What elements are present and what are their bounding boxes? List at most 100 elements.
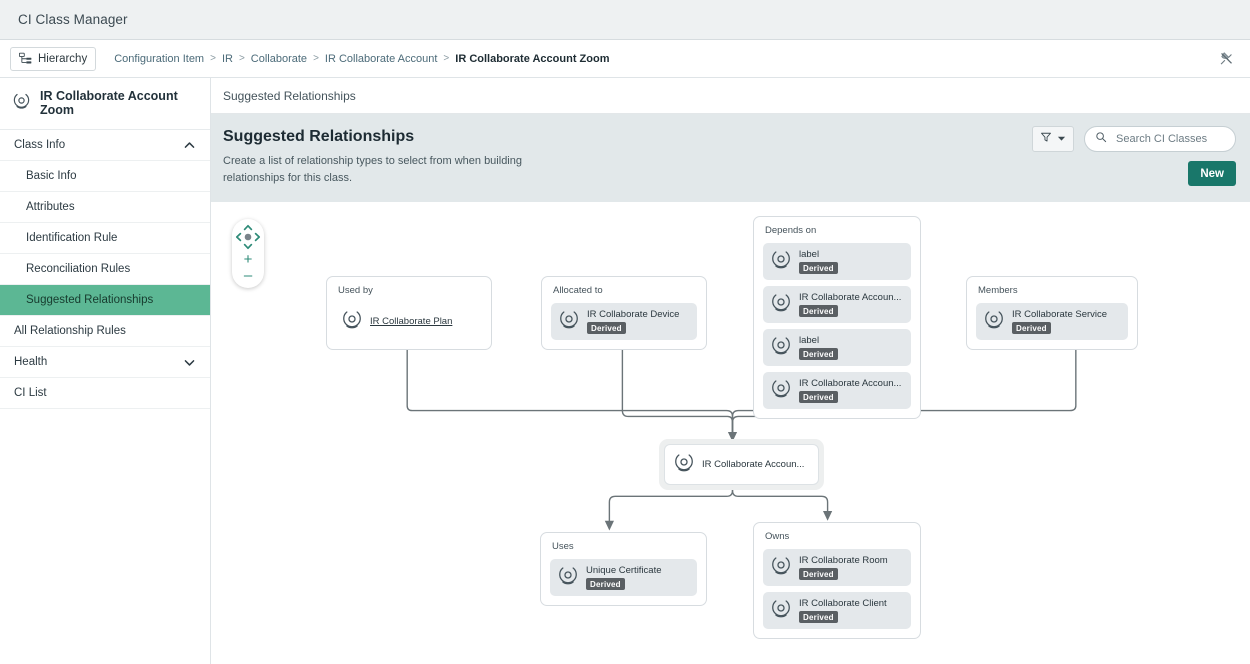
- group-allocated-to[interactable]: Allocated to IR Collaborate Device Deriv…: [541, 276, 707, 350]
- breadcrumb-separator: >: [443, 53, 449, 64]
- breadcrumb-item-0[interactable]: Configuration Item: [114, 53, 204, 65]
- status-badge: Derived: [799, 305, 838, 317]
- relationship-item-name: IR Collaborate Service: [1012, 309, 1107, 320]
- group-depends-on[interactable]: Depends on label Derived: [753, 216, 921, 419]
- app-title: CI Class Manager: [18, 12, 128, 27]
- status-badge: Derived: [587, 322, 626, 334]
- gear-icon: [983, 308, 1005, 335]
- sidebar-item-label: Reconciliation Rules: [26, 263, 130, 275]
- breadcrumb-separator: >: [313, 53, 319, 64]
- search-box[interactable]: [1084, 126, 1236, 152]
- sidebar-item-basic-info[interactable]: Basic Info: [0, 161, 210, 192]
- relationship-item[interactable]: IR Collaborate Client Derived: [763, 592, 911, 629]
- breadcrumb-bar: Hierarchy Configuration Item > IR > Coll…: [0, 40, 1250, 78]
- sidebar-item-ci-list[interactable]: CI List: [0, 378, 210, 409]
- search-input[interactable]: [1114, 132, 1225, 146]
- relationship-item-name: IR Collaborate Accoun...: [799, 378, 901, 389]
- panel-toolbar: [1032, 126, 1236, 152]
- status-badge: Derived: [799, 568, 838, 580]
- sidebar-item-label: Basic Info: [26, 170, 77, 182]
- relationship-item[interactable]: IR Collaborate Accoun... Derived: [763, 372, 911, 409]
- relationship-item-name: IR Collaborate Device: [587, 309, 679, 320]
- breadcrumb-separator: >: [239, 53, 245, 64]
- sidebar-item-suggested-relationships[interactable]: Suggested Relationships: [0, 285, 210, 316]
- sidebar-item-class-info[interactable]: Class Info: [0, 130, 210, 161]
- group-title: Allocated to: [553, 285, 697, 296]
- relationship-item[interactable]: IR Collaborate Room Derived: [763, 549, 911, 586]
- relationship-item-name: IR Collaborate Plan: [370, 316, 452, 327]
- sidebar-item-label: CI List: [14, 387, 47, 399]
- sidebar: IR Collaborate Account Zoom Class Info B…: [0, 78, 211, 664]
- new-button[interactable]: New: [1188, 161, 1236, 186]
- relationship-item-name: label: [799, 335, 838, 346]
- sidebar-item-label: Identification Rule: [26, 232, 117, 244]
- unpin-icon[interactable]: [1214, 47, 1238, 71]
- relationship-item[interactable]: IR Collaborate Plan: [336, 303, 482, 340]
- breadcrumb-item-3[interactable]: IR Collaborate Account: [325, 53, 438, 65]
- center-node[interactable]: IR Collaborate Accoun...: [659, 439, 824, 490]
- relationship-item-name: IR Collaborate Client: [799, 598, 887, 609]
- sidebar-item-identification-rule[interactable]: Identification Rule: [0, 223, 210, 254]
- gear-icon: [558, 308, 580, 335]
- group-owns[interactable]: Owns IR Collaborate Room Derived: [753, 522, 921, 639]
- status-badge: Derived: [799, 262, 838, 274]
- zoom-pan-control[interactable]: + –: [232, 219, 264, 288]
- sidebar-header-label: IR Collaborate Account Zoom: [40, 89, 198, 117]
- relationship-item[interactable]: Unique Certificate Derived: [550, 559, 697, 596]
- sidebar-item-attributes[interactable]: Attributes: [0, 192, 210, 223]
- relationship-item[interactable]: IR Collaborate Accoun... Derived: [763, 286, 911, 323]
- relationship-item[interactable]: IR Collaborate Device Derived: [551, 303, 697, 340]
- group-uses[interactable]: Uses Unique Certificate Derived: [540, 532, 707, 606]
- breadcrumb: Configuration Item > IR > Collaborate > …: [114, 53, 609, 65]
- pan-pad-icon[interactable]: [234, 223, 262, 251]
- relationship-graph-canvas[interactable]: + – Used by IR Collaborate Plan: [211, 202, 1250, 664]
- zoom-in-button[interactable]: +: [238, 251, 258, 267]
- group-members[interactable]: Members IR Collaborate Service Derived: [966, 276, 1138, 350]
- group-title: Uses: [552, 541, 697, 552]
- relationship-item-name: IR Collaborate Room: [799, 555, 888, 566]
- group-title: Members: [978, 285, 1128, 296]
- status-badge: Derived: [799, 348, 838, 360]
- sidebar-item-label: Health: [14, 356, 47, 368]
- filter-button[interactable]: [1032, 126, 1074, 152]
- status-badge: Derived: [586, 578, 625, 590]
- tab-suggested-relationships[interactable]: Suggested Relationships: [223, 89, 356, 103]
- sidebar-item-reconciliation-rules[interactable]: Reconciliation Rules: [0, 254, 210, 285]
- gear-icon: [770, 597, 792, 624]
- chevron-down-icon: [183, 356, 196, 369]
- gear-icon: [770, 377, 792, 404]
- group-title: Used by: [338, 285, 482, 296]
- sidebar-item-all-relationship-rules[interactable]: All Relationship Rules: [0, 316, 210, 347]
- hierarchy-button[interactable]: Hierarchy: [10, 47, 96, 71]
- group-used-by[interactable]: Used by IR Collaborate Plan: [326, 276, 492, 350]
- search-icon: [1095, 130, 1107, 148]
- filter-icon: [1040, 130, 1052, 148]
- hierarchy-button-label: Hierarchy: [38, 53, 87, 65]
- breadcrumb-item-1[interactable]: IR: [222, 53, 233, 65]
- gear-icon: [770, 334, 792, 361]
- gear-icon: [770, 248, 792, 275]
- status-badge: Derived: [799, 391, 838, 403]
- relationship-item[interactable]: IR Collaborate Service Derived: [976, 303, 1128, 340]
- group-title: Owns: [765, 531, 911, 542]
- gear-icon: [341, 308, 363, 335]
- center-node-name: IR Collaborate Accoun...: [702, 459, 804, 470]
- relationship-item[interactable]: label Derived: [763, 329, 911, 366]
- sidebar-item-health[interactable]: Health: [0, 347, 210, 378]
- main-tabbar: Suggested Relationships: [211, 78, 1250, 114]
- relationship-item-name: Unique Certificate: [586, 565, 662, 576]
- main-content: Suggested Relationships Suggested Relati…: [211, 78, 1250, 664]
- relationship-item[interactable]: label Derived: [763, 243, 911, 280]
- hierarchy-icon: [19, 52, 32, 65]
- panel-header: Suggested Relationships Create a list of…: [211, 114, 1250, 202]
- caret-down-icon: [1057, 130, 1066, 148]
- chevron-up-icon: [183, 139, 196, 152]
- sidebar-header: IR Collaborate Account Zoom: [0, 78, 210, 130]
- relationship-item-name: label: [799, 249, 838, 260]
- page-description: Create a list of relationship types to s…: [223, 153, 523, 186]
- sidebar-item-label: All Relationship Rules: [14, 325, 126, 337]
- zoom-out-button[interactable]: –: [238, 267, 258, 283]
- relationship-item-name: IR Collaborate Accoun...: [799, 292, 901, 303]
- sidebar-item-label: Attributes: [26, 201, 75, 213]
- breadcrumb-item-2[interactable]: Collaborate: [251, 53, 307, 65]
